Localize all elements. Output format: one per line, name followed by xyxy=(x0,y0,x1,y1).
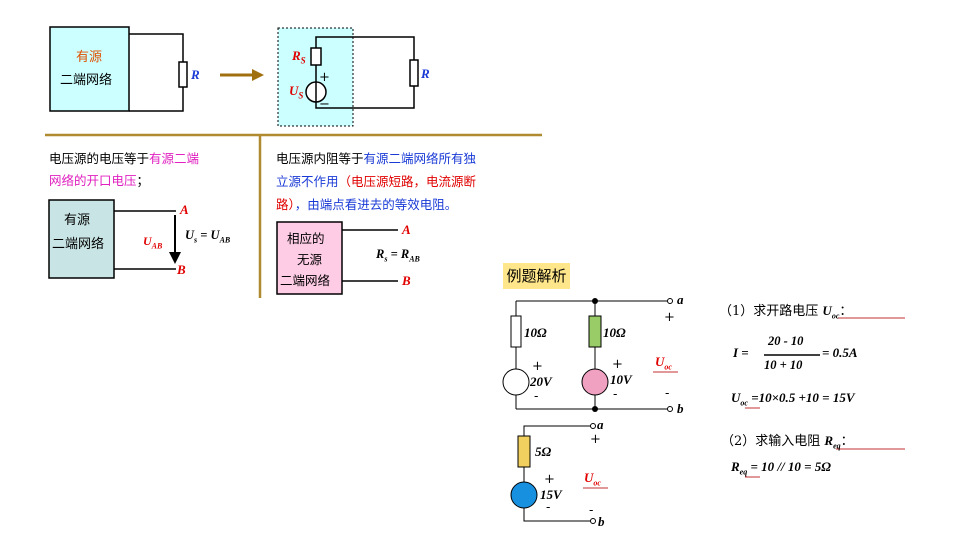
v3-minus: - xyxy=(546,500,551,515)
r-label-left: R xyxy=(191,67,200,82)
example-header: 例题解析 xyxy=(503,263,570,289)
active-network-box-small xyxy=(48,199,115,279)
i-denominator: 10 + 10 xyxy=(764,358,803,372)
req-equation: Req = 10 // 10 = 5Ω xyxy=(731,459,831,477)
i-lhs: I = xyxy=(733,345,749,360)
transform-arrow-head xyxy=(252,69,264,81)
right-desc-line2: 立源不作用（电压源短路，电流源断 xyxy=(276,174,477,189)
right-box-line1: 相应的 xyxy=(287,231,325,246)
uab-label: UAB xyxy=(143,234,163,251)
uoc-label-2: Uoc xyxy=(584,470,601,488)
wire-thevenin-top xyxy=(315,36,415,60)
right-box-line2: 无源 xyxy=(297,252,323,267)
b2-label: b xyxy=(598,514,605,529)
active-label-1: 有源 xyxy=(76,50,103,65)
v2-label: 10V xyxy=(610,372,632,387)
a2-label: a xyxy=(597,417,604,432)
r-label-right: R xyxy=(421,66,430,81)
us-plus: + xyxy=(319,70,330,85)
wire-bottom-left xyxy=(129,87,184,112)
us-label: US xyxy=(289,83,304,101)
right-desc-line1: 电压源内阻等于有源二端网络所有独 xyxy=(276,151,477,166)
resistor-10-right xyxy=(588,315,602,348)
rs-eq-rab: Rs = RAB xyxy=(376,247,420,264)
resistor-10-left xyxy=(510,315,522,348)
source-20v xyxy=(502,368,530,396)
left-desc-line2: 网络的开口电压； xyxy=(49,173,150,188)
wire-thevenin-bottom xyxy=(315,86,415,109)
r1-label: 10Ω xyxy=(524,325,547,340)
us-eq-uab: Us = UAB xyxy=(185,228,231,245)
step1: （1）求开路电压 Uoc： xyxy=(719,303,853,321)
active-label-2: 二端网络 xyxy=(60,73,113,88)
resistor-rs xyxy=(310,47,322,66)
terminal-b2 xyxy=(590,518,596,524)
terminal-b1 xyxy=(667,406,673,412)
terminal-a1 xyxy=(667,298,673,304)
r2-label: 10Ω xyxy=(603,325,626,340)
right-desc-line3: 路），由端点看进去的等效电阻。 xyxy=(276,197,458,212)
v1-minus: - xyxy=(534,389,539,404)
left-box-line1: 有源 xyxy=(64,213,91,228)
v2-plus: + xyxy=(612,357,623,372)
r3-label: 5Ω xyxy=(535,444,552,459)
v3-label: 15V xyxy=(540,487,562,502)
rs-label: RS xyxy=(292,48,306,66)
right-box-line3: 二端网络 xyxy=(280,273,331,288)
v2-minus: - xyxy=(613,387,618,402)
left-box-line2: 二端网络 xyxy=(52,237,105,252)
wire-top-left xyxy=(129,33,184,62)
resistor-r-left xyxy=(178,61,188,88)
resistor-5 xyxy=(517,435,531,468)
right-b-label: B xyxy=(402,273,411,288)
b1-label: b xyxy=(677,401,684,416)
b2-minus: - xyxy=(589,503,594,518)
step2: （2）求输入电阻 Req： xyxy=(721,433,854,451)
resistor-r-right xyxy=(409,59,419,87)
passive-network-box xyxy=(276,221,343,295)
a2-plus: + xyxy=(590,432,601,447)
source-10v xyxy=(581,368,609,396)
source-15v xyxy=(510,481,538,509)
i-result: = 0.5A xyxy=(822,345,858,360)
uoc-equation: Uoc =10×0.5 +10 = 15V xyxy=(731,390,855,408)
terminal-a2 xyxy=(590,423,596,429)
uoc-label-1: Uoc xyxy=(655,354,672,372)
left-b-label: B xyxy=(177,262,186,277)
a1-plus: + xyxy=(664,310,675,325)
us-minus: − xyxy=(319,97,330,112)
i-numerator: 20 - 10 xyxy=(768,334,804,348)
v1-plus: + xyxy=(532,359,543,374)
v1-label: 20V xyxy=(530,374,552,389)
a1-label: a xyxy=(677,292,684,307)
active-network-box xyxy=(49,26,130,112)
b1-minus: - xyxy=(665,386,670,401)
v3-plus: + xyxy=(544,472,555,487)
right-a-label: A xyxy=(402,222,411,237)
left-desc-line1: 电压源的电压等于有源二端 xyxy=(49,151,200,166)
left-a-label: A xyxy=(180,202,189,217)
